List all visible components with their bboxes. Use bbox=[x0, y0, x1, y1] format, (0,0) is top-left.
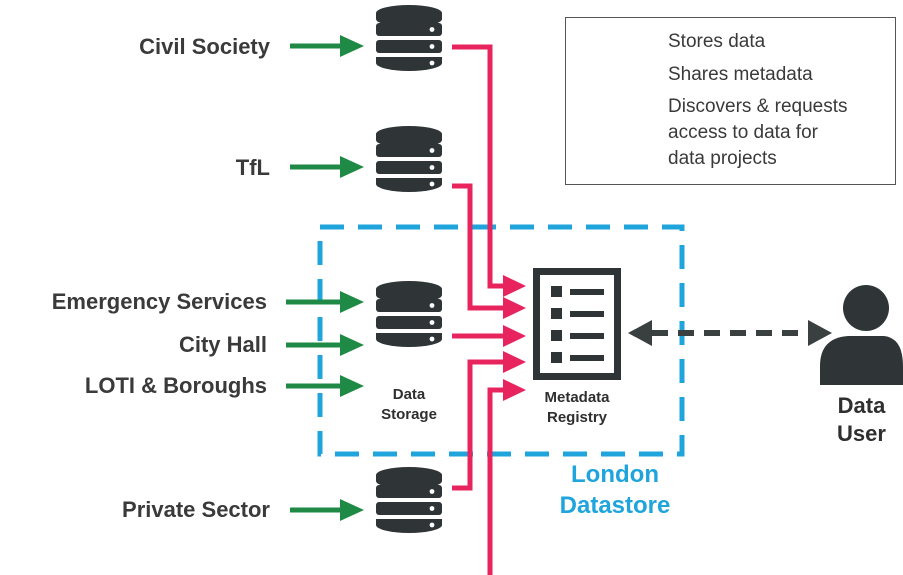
london-datastore-boundary bbox=[317, 224, 685, 457]
flow-external-to-registry bbox=[487, 387, 508, 575]
source-civil-society: Civil Society bbox=[139, 34, 270, 59]
data-storage-label: Data Storage bbox=[381, 386, 437, 423]
database-icon-private-sector bbox=[376, 467, 442, 533]
london-datastore-label: London Datastore bbox=[559, 461, 671, 519]
legend: Stores data Shares metadata Discovers & … bbox=[565, 17, 896, 185]
shares-metadata-arrowheads bbox=[503, 275, 526, 401]
data-user-label: Data User bbox=[837, 393, 886, 446]
source-private-sector: Private Sector bbox=[122, 497, 270, 522]
source-emergency-services: Emergency Services bbox=[51, 289, 267, 314]
database-icon-data-storage bbox=[376, 281, 442, 347]
stores-data-arrows bbox=[286, 35, 364, 521]
shares-metadata-arrows bbox=[452, 44, 508, 575]
person-icon bbox=[820, 285, 903, 385]
database-icon-civil-society bbox=[376, 5, 442, 71]
flow-civil-society-to-registry bbox=[452, 44, 508, 289]
checklist-icon bbox=[533, 268, 621, 380]
legend-discovers-label: Discovers & requests access to data for … bbox=[668, 96, 848, 169]
flow-private-sector-to-registry bbox=[452, 359, 508, 491]
source-city-hall: City Hall bbox=[178, 332, 267, 357]
legend-shares-label: Shares metadata bbox=[668, 64, 813, 85]
metadata-registry-label: Metadata Registry bbox=[544, 389, 610, 426]
legend-stores-label: Stores data bbox=[668, 31, 766, 52]
source-loti-boroughs: LOTI & Boroughs bbox=[84, 373, 267, 398]
flow-tfl-to-registry bbox=[452, 183, 508, 311]
discovers-arrow bbox=[628, 320, 832, 346]
database-icon-tfl bbox=[376, 126, 442, 192]
source-tfl: TfL bbox=[235, 155, 270, 180]
